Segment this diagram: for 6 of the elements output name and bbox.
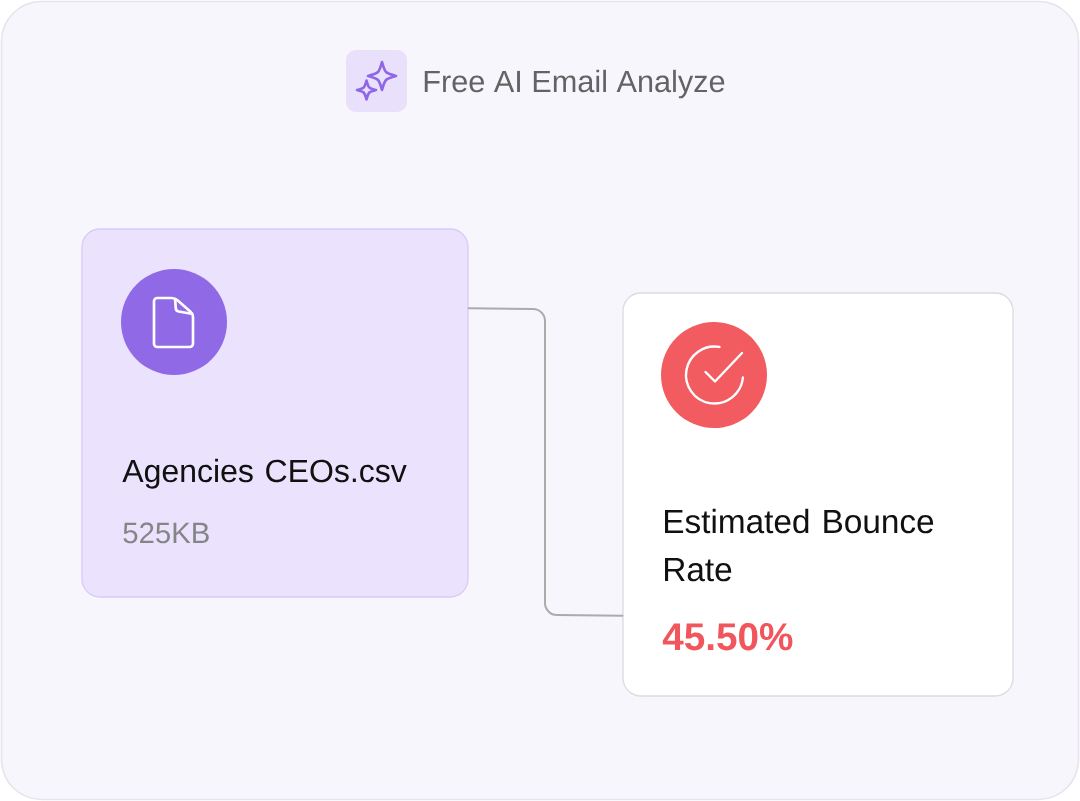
title: Free AI Email Analyze [424,69,725,99]
file-size: 525KB [123,522,209,544]
connector-line [467,307,624,617]
metric-value: 45.50% [662,623,793,651]
file-name: Agencies CEOs.csv [122,458,407,489]
metric-label: Estimated Bounce Rate [665,508,934,582]
